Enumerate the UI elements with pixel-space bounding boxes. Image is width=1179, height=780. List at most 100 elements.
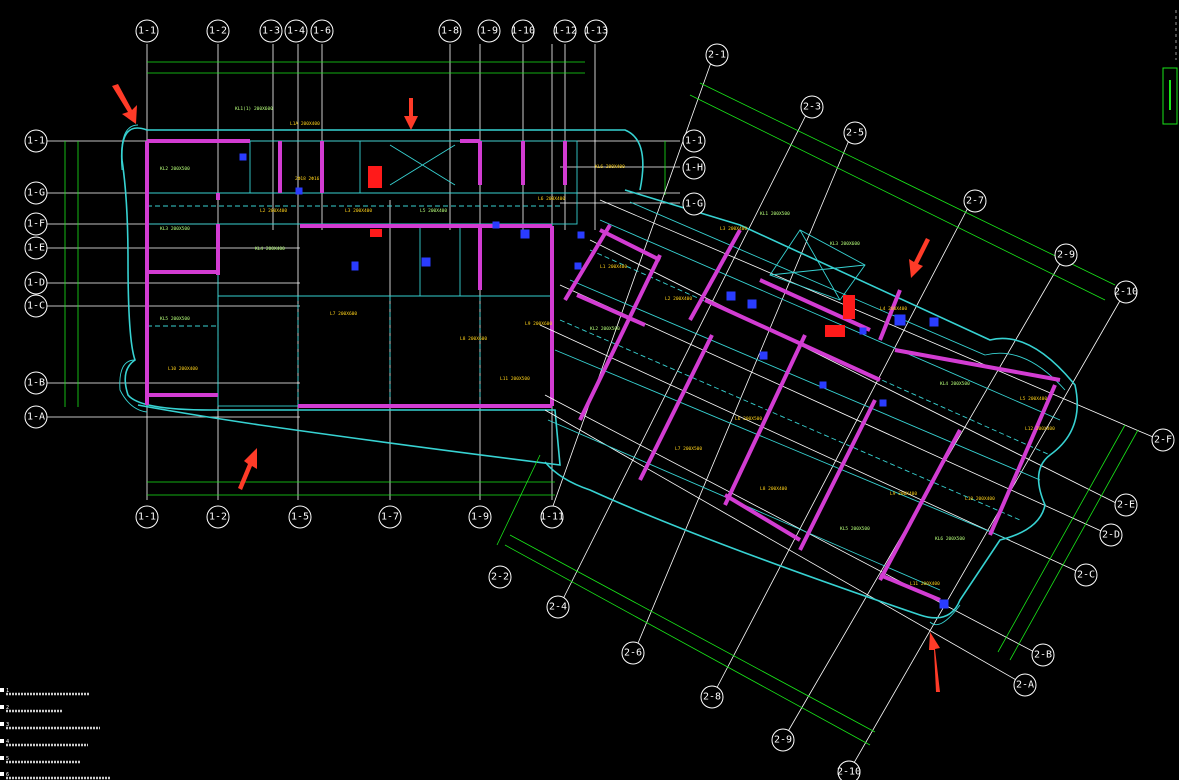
svg-text:KL4 200X400: KL4 200X400: [255, 246, 285, 252]
block2-annotations: KL1 200X500 L1 200X400 L2 200X400 KL2 20…: [590, 211, 1055, 587]
axis-bubble: [705, 43, 729, 67]
highlight-block: [368, 166, 382, 188]
axis-label: 1-4: [287, 26, 305, 37]
axis-label: 1-13: [584, 26, 608, 37]
axis-label: 1-1: [138, 512, 156, 523]
axis-bubble: [135, 505, 159, 529]
axis-label: 1-11: [540, 512, 564, 523]
axis-label: 2-5: [846, 128, 864, 139]
axis-label: 1-5: [291, 512, 309, 523]
note-line: 4: [6, 739, 9, 745]
svg-text:KL6 200X400: KL6 200X400: [595, 164, 625, 170]
svg-text:L8 200X600: L8 200X600: [460, 336, 487, 342]
block1-annotations: KL1(1) 200X600 L1A 200X400 2Ф18 2Ф16 KL2…: [160, 106, 625, 382]
axis-label: 1-12: [553, 26, 577, 37]
svg-text:L12 200X400: L12 200X400: [1025, 426, 1055, 432]
svg-text:L2 200X400: L2 200X400: [260, 208, 287, 214]
svg-text:L4 200X400: L4 200X400: [880, 306, 907, 312]
svg-text:KL4 200X500: KL4 200X500: [940, 381, 970, 387]
axis-bubble: [843, 121, 867, 145]
axis-label: 1-D: [27, 278, 45, 289]
note-line: 5: [6, 756, 9, 762]
axis-bubble: [24, 236, 48, 260]
axis-label: 1-2: [209, 512, 227, 523]
axis-label: 1-A: [27, 412, 45, 423]
axis-bubble: [206, 505, 230, 529]
axis-bubble: [1151, 428, 1175, 452]
svg-text:KL2 200X500: KL2 200X500: [590, 326, 620, 332]
axis-label: 2-4: [549, 602, 567, 613]
axis-bubble: [1114, 493, 1138, 517]
arrow-bottom-left: [238, 448, 257, 490]
axis-label: 2-8: [703, 692, 721, 703]
axis-bubble: [206, 19, 230, 43]
axis-bubble: [1054, 243, 1078, 267]
axis-label: 1-3: [262, 26, 280, 37]
axis-label: 1-1: [27, 136, 45, 147]
axis-bubble: [1031, 643, 1055, 667]
axis-bubble: [24, 405, 48, 429]
svg-text:L3 200X400: L3 200X400: [720, 226, 747, 232]
axis-bubble: [546, 595, 570, 619]
axis-label: 1-B: [27, 378, 45, 389]
axis-bubble: [477, 19, 501, 43]
svg-text:L6 200X500: L6 200X500: [735, 416, 762, 422]
note-line: 3: [6, 722, 9, 728]
axis-bubble: [700, 685, 724, 709]
axis-label: 2-E: [1117, 500, 1135, 511]
svg-text:L8 200X400: L8 200X400: [760, 486, 787, 492]
axis-bubble: [468, 505, 492, 529]
axis-label: 1-9: [471, 512, 489, 523]
svg-text:L1A 200X400: L1A 200X400: [290, 121, 320, 127]
axis-bubble: [1114, 280, 1138, 304]
axis-bubble: [584, 19, 608, 43]
axis-bubble: [837, 760, 861, 780]
axis-label: 2-F: [1154, 435, 1172, 446]
svg-text:L9 200X600: L9 200X600: [525, 321, 552, 327]
highlight-block: [825, 325, 845, 337]
highlight-block: [843, 295, 855, 319]
axis-label: 2-10: [837, 767, 861, 778]
axis-label: 2-10: [1114, 287, 1138, 298]
axis-label: 2-6: [624, 648, 642, 659]
block2-columns: [726, 291, 949, 609]
svg-text:KL3 200X600: KL3 200X600: [830, 241, 860, 247]
axis-bubble: [24, 271, 48, 295]
axis-bubble: [310, 19, 334, 43]
axis-bubble: [682, 129, 706, 153]
block2-gridlines: [539, 56, 1161, 776]
svg-text:L1 200X400: L1 200X400: [600, 264, 627, 270]
axis-label: 2-B: [1034, 650, 1052, 661]
arrow-top-left: [112, 84, 137, 124]
svg-text:L6 200X400: L6 200X400: [538, 196, 565, 202]
arrow-right: [909, 238, 930, 278]
svg-text:L10 200X400: L10 200X400: [965, 496, 995, 502]
svg-text:KL3 200X500: KL3 200X500: [160, 226, 190, 232]
svg-text:L11 200X400: L11 200X400: [910, 581, 940, 587]
note-line: 1: [6, 688, 9, 694]
axis-label: 2-1: [708, 50, 726, 61]
svg-text:KL1 200X500: KL1 200X500: [760, 211, 790, 217]
note-line: 6: [6, 772, 9, 778]
highlight-block: [370, 229, 382, 237]
axis-bubble: [800, 95, 824, 119]
axis-label: 2-3: [803, 102, 821, 113]
axis-bubble: [1074, 563, 1098, 587]
axis-bubble: [438, 19, 462, 43]
axis-label: 2-A: [1016, 680, 1034, 691]
axis-bubble: [1099, 523, 1123, 547]
axis-label: 1-10: [511, 26, 535, 37]
axis-label: 1-6: [313, 26, 331, 37]
svg-text:L10 200X400: L10 200X400: [168, 366, 198, 372]
axis-bubble: [135, 19, 159, 43]
axis-label: 2-2: [491, 572, 509, 583]
axis-bubble: [621, 641, 645, 665]
callout-arrows: [112, 84, 940, 692]
axis-bubble: [24, 129, 48, 153]
axis-bubble: [1013, 673, 1037, 697]
svg-text:L5 200X400: L5 200X400: [420, 208, 447, 214]
svg-text:L7 200X500: L7 200X500: [675, 446, 702, 452]
svg-text:KL6 200X500: KL6 200X500: [935, 536, 965, 542]
axis-label: 2-D: [1102, 530, 1120, 541]
axis-bubble: [284, 19, 308, 43]
